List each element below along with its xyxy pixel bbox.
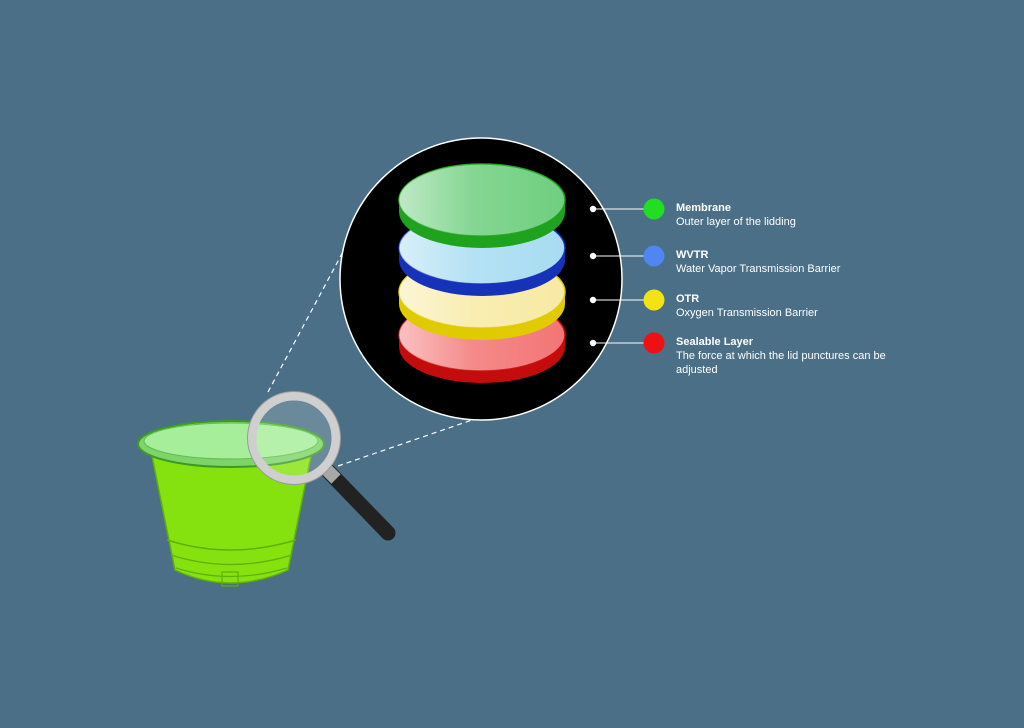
legend-title: Membrane [676, 202, 732, 214]
connector-dot-wvtr [589, 252, 597, 260]
legend-description: Outer layer of the lidding [676, 216, 796, 228]
legend-item-wvtr: WVTR Water Vapor Transmission Barrier [676, 248, 886, 276]
layer-disc-membrane [398, 163, 566, 248]
legend-description: Water Vapor Transmission Barrier [676, 263, 841, 275]
magnifying-glass-icon [247, 391, 396, 541]
legend-connectors [589, 198, 665, 354]
legend-title: Sealable Layer [676, 336, 754, 348]
capsule-cup-icon [137, 420, 325, 587]
legend-swatch-otr [643, 289, 665, 311]
legend-swatch-membrane [643, 198, 665, 220]
connector-dot-sealable-layer [589, 339, 597, 347]
legend-description: The force at which the lid punctures can… [676, 350, 886, 376]
legend-description: Oxygen Transmission Barrier [676, 307, 818, 319]
legend-swatch-wvtr [643, 245, 665, 267]
layer-stack [398, 163, 566, 383]
zoom-guide-line-lower [337, 419, 473, 467]
legend-swatch-sealable-layer [643, 332, 665, 354]
legend-title: OTR [676, 293, 700, 305]
legend-title: WVTR [676, 249, 709, 261]
connector-dot-otr [589, 296, 597, 304]
zoom-guide-line-upper [267, 247, 346, 393]
connector-dot-membrane [589, 205, 597, 213]
legend-item-otr: OTR Oxygen Transmission Barrier [676, 292, 886, 320]
